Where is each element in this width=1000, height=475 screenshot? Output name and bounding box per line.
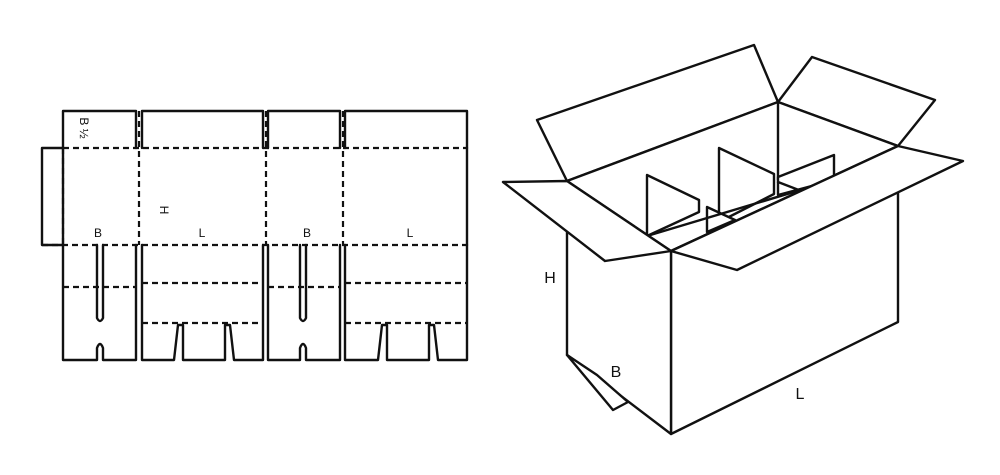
label-panel-2: L bbox=[199, 226, 206, 240]
label-panel-4: L bbox=[407, 226, 414, 240]
top-flap-b-2 bbox=[266, 109, 342, 150]
label-height-3d: H bbox=[544, 270, 556, 287]
divider-1 bbox=[645, 173, 701, 238]
label-panel-1: B bbox=[94, 226, 102, 240]
label-length-3d: L bbox=[796, 386, 805, 403]
slot-b-2 bbox=[298, 243, 308, 323]
front-right-flap bbox=[669, 144, 965, 272]
top-flap-l-2 bbox=[343, 109, 469, 150]
glue-flap bbox=[40, 146, 65, 247]
label-width-3d: B bbox=[611, 364, 622, 381]
top-flap-l-1 bbox=[140, 109, 265, 150]
top-flap-b-1 bbox=[61, 109, 138, 150]
bottom-flap-b-1 bbox=[61, 243, 138, 362]
bottom-flap-l-1 bbox=[140, 243, 265, 362]
label-height-flat: H bbox=[157, 206, 171, 215]
divider-2 bbox=[717, 146, 776, 224]
bottom-flap-hint bbox=[565, 353, 630, 412]
bottom-flap-b-2 bbox=[266, 243, 342, 362]
label-flap-width: B ½ bbox=[77, 117, 91, 138]
flat-die-cut-layout: B ½ H B L B L bbox=[40, 109, 469, 362]
bottom-flap-l-2 bbox=[343, 243, 469, 362]
assembled-box-3d: H B L bbox=[501, 43, 965, 436]
label-panel-3: B bbox=[303, 226, 311, 240]
slot-b-1 bbox=[95, 243, 105, 323]
